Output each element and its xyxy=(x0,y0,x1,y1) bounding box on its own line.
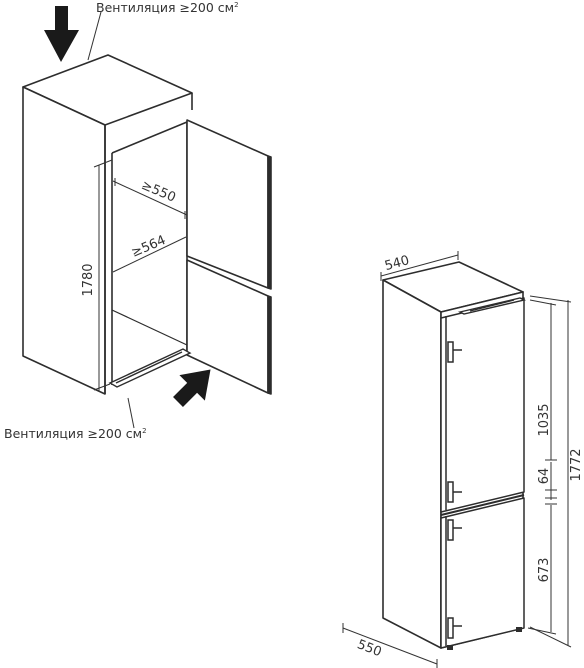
appliance-depth-label: 550 xyxy=(355,637,384,660)
bottom-vent-arrow-icon xyxy=(173,369,211,407)
bracket-lower-bottom-icon xyxy=(447,617,462,639)
bracket-lower-top-icon xyxy=(447,519,462,541)
bracket-upper-bottom-icon xyxy=(447,481,462,503)
appliance-width-dimension xyxy=(380,251,459,281)
appliance-upper-door xyxy=(440,297,525,513)
appliance-total-height-label: 1772 xyxy=(569,448,584,481)
middle-hinge-strip xyxy=(440,494,525,516)
niche-width-dimension xyxy=(112,236,187,273)
upper-door-label: 1035 xyxy=(537,403,552,436)
appliance-lower-door xyxy=(440,497,525,649)
niche-height-label: 1780 xyxy=(81,263,96,296)
niche-cabinet xyxy=(22,54,193,395)
appliance-depth-dimension xyxy=(342,623,438,668)
cabinet-side xyxy=(22,86,106,395)
top-hinge-bar xyxy=(457,297,527,315)
lower-door-label: 673 xyxy=(537,558,552,583)
niche-width-label: ≥564 xyxy=(129,233,168,261)
open-door-lower xyxy=(186,259,272,395)
gap-label: 64 xyxy=(537,468,552,485)
upper-door-dimension xyxy=(529,299,557,461)
top-vent-label: Вентиляция ≥200 см2 xyxy=(96,0,239,15)
niche-height-dimension xyxy=(93,159,113,392)
top-vent-leader xyxy=(87,11,102,61)
appliance-width-label: 540 xyxy=(383,253,411,274)
gap-dimension xyxy=(545,462,557,500)
plinth-vent-grille xyxy=(108,348,192,388)
top-vent-arrow-icon xyxy=(44,6,79,62)
appliance-feet xyxy=(447,627,522,650)
bottom-vent-label: Вентиляция ≥200 см2 xyxy=(4,426,147,441)
appliance-side xyxy=(382,279,442,649)
bracket-upper-top-icon xyxy=(447,341,462,363)
open-door-upper xyxy=(186,119,272,290)
bottom-vent-leader xyxy=(127,397,135,429)
niche-depth-dimension xyxy=(112,178,188,219)
door-brackets xyxy=(447,341,462,639)
lower-door-dimension xyxy=(527,503,557,635)
